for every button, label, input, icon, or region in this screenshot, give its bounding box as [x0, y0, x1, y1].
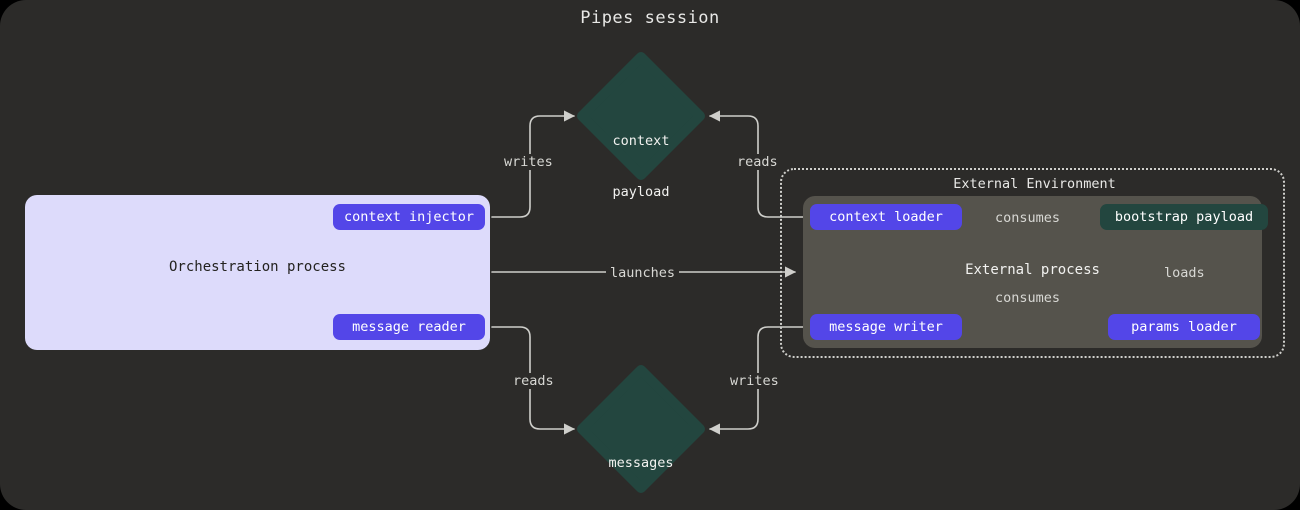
edge-label-loads-params: loads: [1160, 265, 1209, 281]
node-context-loader[interactable]: context loader: [810, 204, 962, 230]
cluster-external-environment: External Environment: [780, 168, 1285, 358]
edge-label-consumes-context: consumes: [991, 210, 1065, 226]
node-message-writer[interactable]: message writer: [810, 314, 962, 340]
node-context-payload-shape: [577, 52, 705, 180]
edge-label-reads-context: reads: [733, 154, 782, 170]
edge-label-consumes-writer: consumes: [991, 290, 1065, 306]
node-message-reader[interactable]: message reader: [333, 314, 485, 340]
node-messages-label: messages: [571, 421, 711, 506]
node-context-injector[interactable]: context injector: [333, 204, 485, 230]
messages-line1: messages: [608, 455, 674, 471]
context-payload-line2: payload: [612, 184, 670, 200]
external-process-label: External process: [965, 262, 1100, 278]
edge-label-launches: launches: [606, 265, 680, 281]
node-bootstrap-payload[interactable]: bootstrap payload: [1100, 204, 1268, 230]
node-params-loader[interactable]: params loader: [1108, 314, 1260, 340]
orchestration-process-label: Orchestration process: [168, 259, 346, 275]
page-title: Pipes session: [580, 8, 720, 28]
edge-label-writes-context: writes: [500, 154, 557, 170]
external-environment-label: External Environment: [953, 176, 1116, 192]
context-payload-line1: context: [612, 133, 670, 149]
node-context-payload-label: context payload: [571, 99, 711, 235]
edge-label-writes-messages: writes: [726, 373, 783, 389]
edge-label-reads-messages: reads: [509, 373, 558, 389]
node-messages-shape: [577, 365, 705, 493]
